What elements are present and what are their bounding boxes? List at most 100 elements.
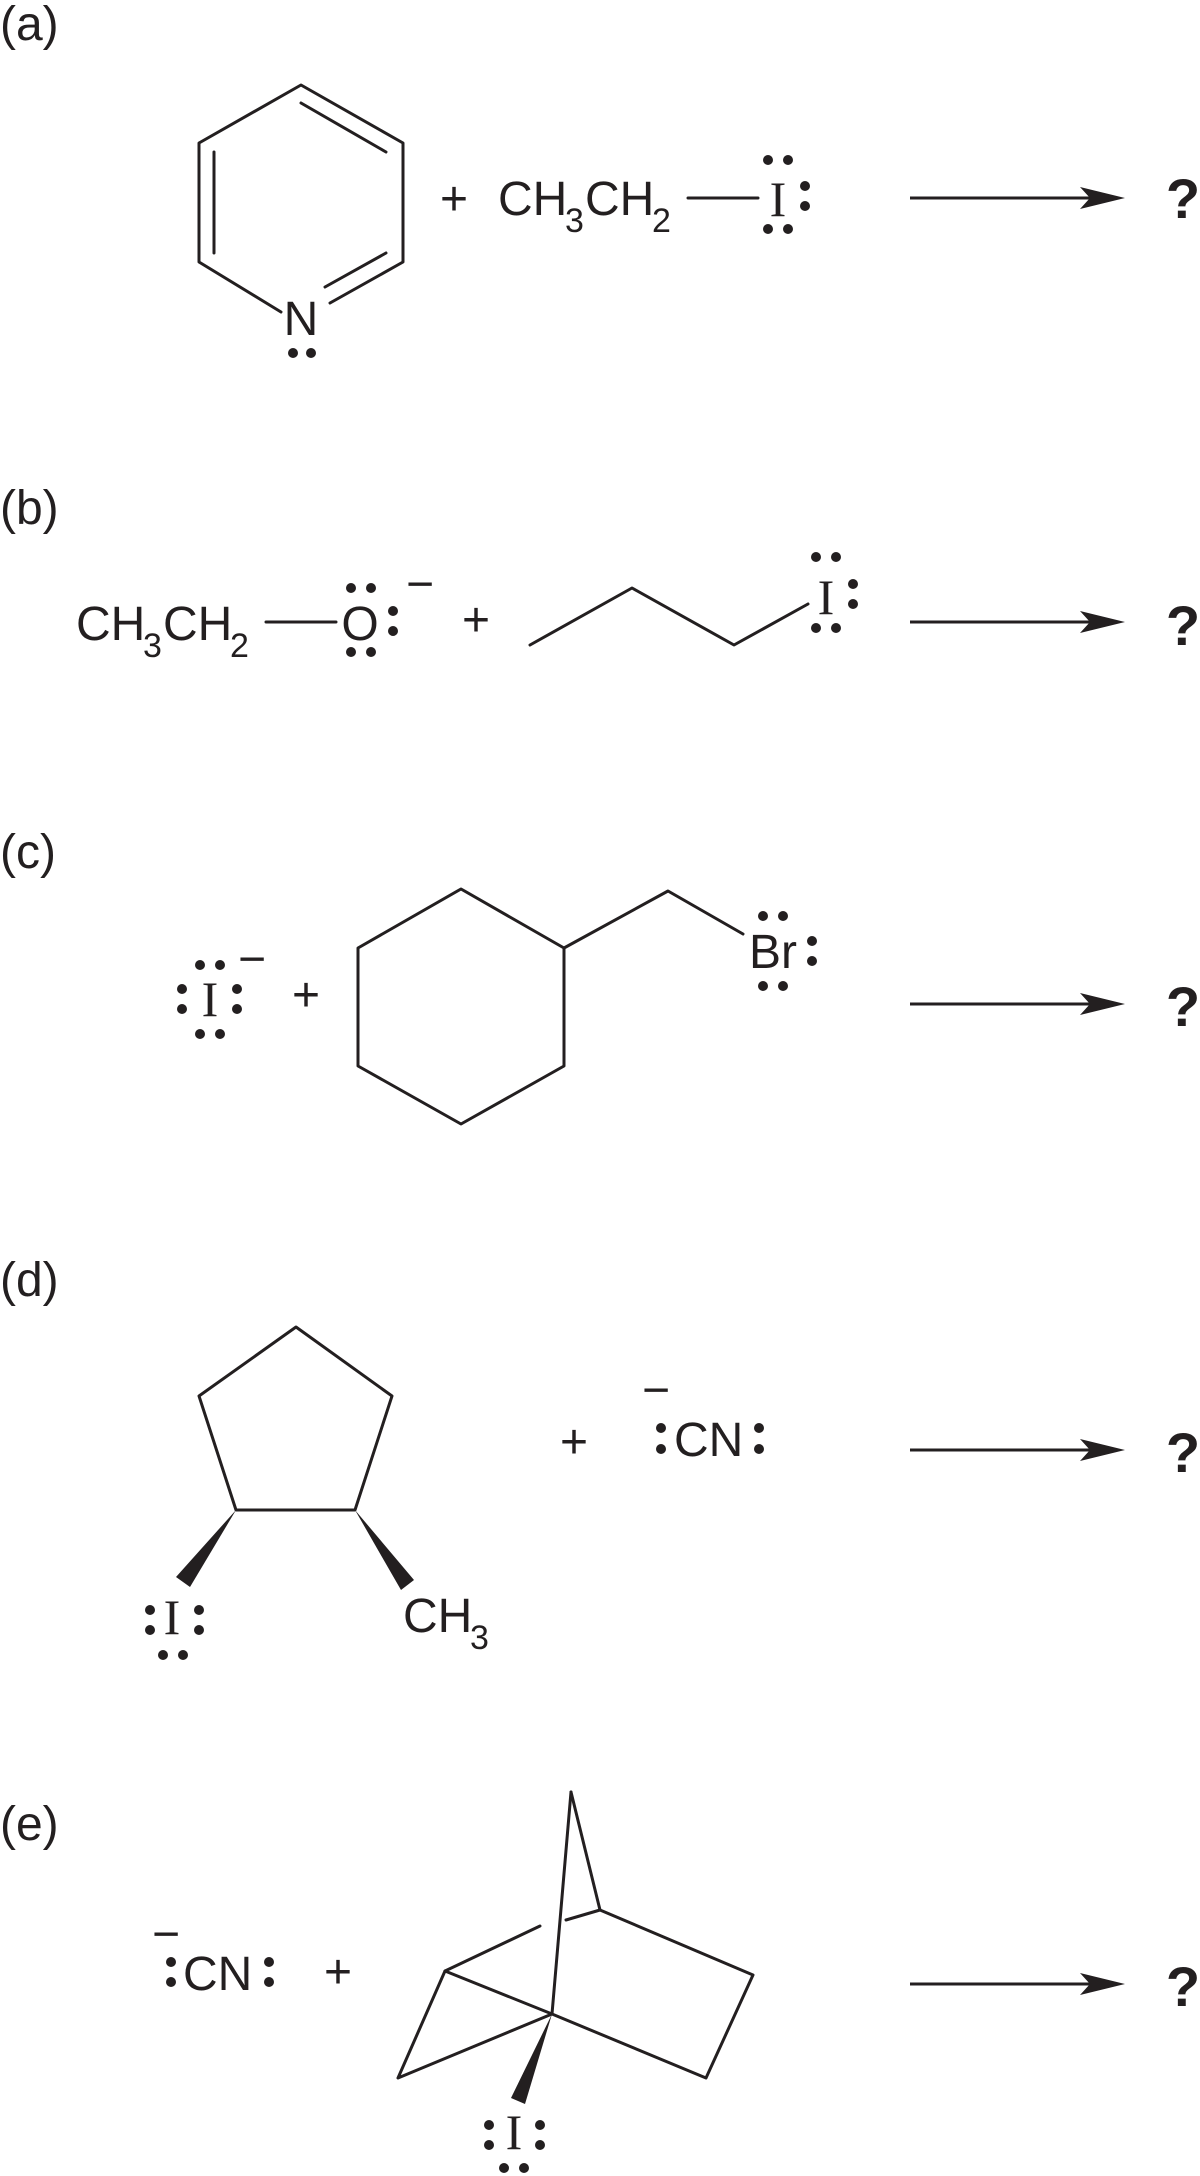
reaction-e: (e) − CN + I	[0, 1790, 1200, 2173]
ch2-br-bonds	[562, 889, 745, 950]
lone-pair-dot	[346, 647, 356, 657]
product-unknown: ?	[1166, 594, 1200, 657]
reaction-c: (c) I − + Br	[0, 826, 1200, 1126]
ethoxide: CH 3 CH 2 O −	[76, 558, 434, 665]
lone-pair-dot	[754, 1423, 764, 1433]
negative-charge: −	[152, 1908, 180, 1961]
lone-pair-dot	[177, 984, 187, 994]
ethyl-fragment-ch2: CH	[585, 173, 654, 226]
lone-pair-dot	[811, 623, 821, 633]
cyanide-text: CN	[183, 1948, 252, 2001]
lone-pair-dot	[215, 1029, 225, 1039]
lone-pair-dot	[848, 599, 858, 609]
wedge-bond-to-methyl	[355, 1510, 414, 1590]
lone-pair-dot	[807, 936, 817, 946]
iodide-anion: I −	[177, 933, 266, 1039]
cyanide-text: CN	[674, 1414, 743, 1467]
pyridine-inner-double-bond-3	[323, 251, 388, 289]
propyl-iodide: I	[528, 552, 858, 647]
iodine-atom: I	[202, 971, 219, 1027]
ethoxide-fragment-ch: CH	[76, 598, 145, 651]
bridge-bond	[569, 1790, 602, 1912]
reaction-arrow	[910, 187, 1125, 209]
cyclohexane-ring	[356, 887, 566, 1126]
methyl-group: CH	[403, 1590, 472, 1643]
lone-pair-dot	[656, 1444, 666, 1454]
lone-pair-dot	[831, 623, 841, 633]
plus-sign: +	[292, 969, 320, 1022]
lone-pair-dot	[306, 348, 316, 358]
lone-pair-dot	[778, 981, 788, 991]
reaction-c-label: (c)	[0, 826, 56, 879]
lone-pair-dot	[535, 2120, 545, 2130]
cyanide-anion: − CN	[152, 1908, 274, 2001]
lone-pair-dot	[194, 1605, 204, 1615]
plus-sign: +	[324, 1946, 352, 1999]
lone-pair-dot	[754, 1444, 764, 1454]
lone-pair-dot	[519, 2163, 529, 2173]
reaction-a: (a) N + CH 3 CH 2 I	[0, 0, 1200, 358]
lone-pair-dot	[145, 1605, 155, 1615]
bromine-atom: Br	[749, 926, 797, 979]
cyanide-anion: − CN	[642, 1364, 764, 1467]
product-unknown: ?	[1166, 167, 1200, 230]
lone-pair-dot	[831, 552, 841, 562]
plus-sign: +	[560, 1416, 588, 1469]
lone-pair-dot	[215, 960, 225, 970]
pyridine-inner-double-bond-2	[299, 101, 388, 154]
iodomethylcyclopentane: I CH 3	[145, 1325, 489, 1660]
lone-pair-dot	[195, 1029, 205, 1039]
reaction-d-label: (d)	[0, 1254, 59, 1307]
lone-pair-dot	[763, 155, 773, 165]
lone-pair-dot	[800, 201, 810, 211]
lone-pair-dot	[763, 224, 773, 234]
lone-pair-dot	[166, 1977, 176, 1987]
lone-pair-dot	[388, 626, 398, 636]
norbornane-back-bond	[564, 1908, 602, 1922]
ethyl-fragment-ch: CH	[498, 173, 567, 226]
pyridine-nitrogen: N	[284, 293, 319, 346]
product-unknown: ?	[1166, 1421, 1200, 1484]
product-unknown: ?	[1166, 975, 1200, 1038]
negative-charge: −	[406, 558, 434, 611]
iodonorbornane: I	[396, 1790, 755, 2173]
lone-pair-dot	[800, 181, 810, 191]
lone-pair-dot	[848, 579, 858, 589]
reaction-d: (d) I CH 3 + − CN	[0, 1254, 1200, 1660]
ethyl-iodide: CH 3 CH 2 I	[498, 155, 810, 240]
reaction-arrow	[910, 611, 1125, 633]
negative-charge: −	[642, 1364, 670, 1417]
lone-pair-dot	[807, 956, 817, 966]
bridge-bond	[550, 1790, 573, 2016]
lone-pair-dot	[366, 647, 376, 657]
reaction-b: (b) CH 3 CH 2 O − + I	[0, 482, 1200, 665]
iodine-atom: I	[818, 569, 835, 625]
lone-pair-dot	[656, 1423, 666, 1433]
iodine-atom: I	[770, 171, 787, 227]
lone-pair-dot	[499, 2163, 509, 2173]
reaction-arrow	[910, 1973, 1125, 1995]
lone-pair-dot	[758, 981, 768, 991]
lone-pair-dot	[484, 2140, 494, 2150]
lone-pair-dot	[783, 224, 793, 234]
lone-pair-dot	[366, 583, 376, 593]
lone-pair-dot	[388, 606, 398, 616]
lone-pair-dot	[232, 1004, 242, 1014]
lone-pair-dot	[264, 1957, 274, 1967]
lone-pair-dot	[194, 1625, 204, 1635]
negative-charge: −	[238, 933, 266, 986]
lone-pair-dot	[758, 911, 768, 921]
lone-pair-dot	[264, 1977, 274, 1987]
lone-pair-dot	[346, 583, 356, 593]
lone-pair-dot	[145, 1625, 155, 1635]
reaction-e-label: (e)	[0, 1798, 59, 1851]
ethyl-subscript-2: 2	[652, 202, 671, 240]
methyl-subscript-3: 3	[470, 1619, 489, 1657]
iodine-atom: I	[506, 2104, 523, 2160]
ethoxide-subscript-2: 2	[230, 627, 249, 665]
iodine-atom: I	[164, 1589, 181, 1645]
lone-pair-dot	[195, 960, 205, 970]
plus-sign: +	[440, 173, 468, 226]
lone-pair-dot	[778, 911, 788, 921]
